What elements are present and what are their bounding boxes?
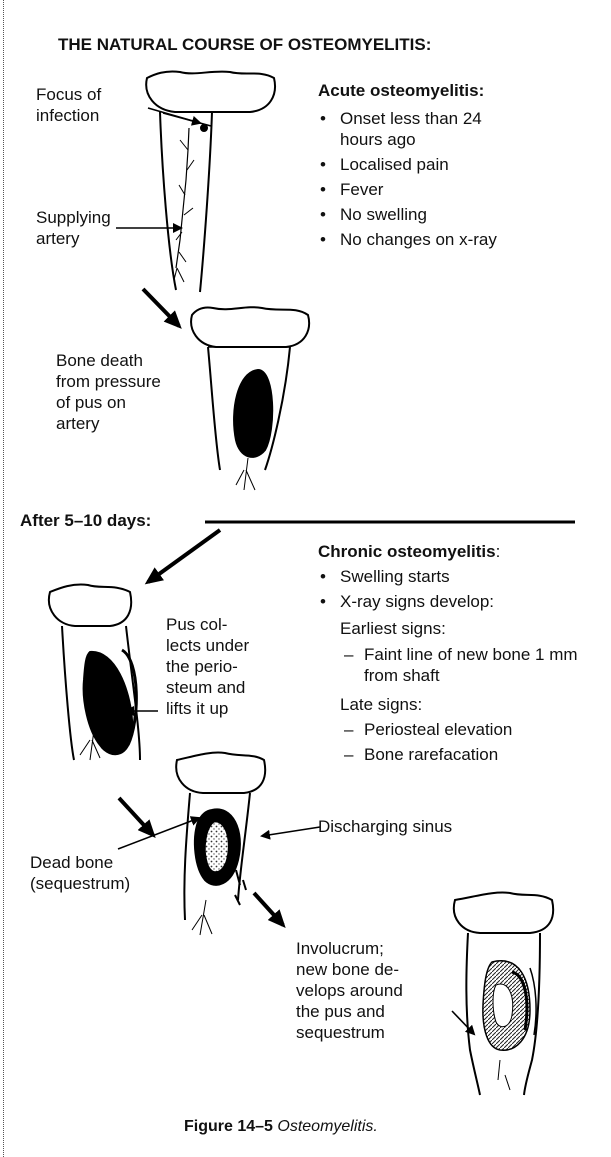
late-signs-list: Periosteal elevation Bone rarefacation: [344, 719, 584, 769]
label-line: infection: [36, 105, 101, 126]
label-line: from pressure: [56, 371, 161, 392]
label-line: lects under: [166, 635, 249, 656]
late-sign-item: Periosteal elevation: [344, 719, 584, 740]
caption-text: Osteomyelitis.: [277, 1118, 377, 1135]
label-line: artery: [36, 228, 111, 249]
chronic-item: Swelling starts: [318, 566, 578, 587]
figure-title: THE NATURAL COURSE OF OSTEOMYELITIS:: [58, 34, 431, 55]
label-supplying-artery: Supplying artery: [36, 207, 111, 249]
label-line: Focus of: [36, 84, 101, 105]
label-line: of pus on: [56, 392, 161, 413]
label-line: lifts it up: [166, 698, 249, 719]
acute-item: No changes on x-ray: [318, 229, 518, 250]
chronic-item: X-ray signs develop:: [318, 591, 578, 612]
acute-heading: Acute osteomyelitis:: [318, 80, 484, 101]
bone-1-acute: [146, 71, 275, 292]
acute-list: Onset less than 24 hours ago Localised p…: [318, 108, 518, 254]
label-pus-collects: Pus col- lects under the perio- steum an…: [166, 614, 249, 719]
figure-caption: Figure 14–5 Osteomyelitis.: [184, 1116, 378, 1137]
late-signs-label: Late signs:: [340, 694, 422, 715]
acute-item: Localised pain: [318, 154, 518, 175]
label-line: Dead bone: [30, 852, 130, 873]
bone-5-involucrum: [454, 893, 553, 1095]
acute-item: Onset less than 24 hours ago: [318, 108, 490, 150]
label-line: the pus and: [296, 1001, 403, 1022]
chronic-list: Swelling starts X-ray signs develop:: [318, 566, 578, 616]
caption-label: Figure 14–5: [184, 1118, 273, 1135]
label-dead-bone: Dead bone (sequestrum): [30, 852, 130, 894]
label-line: Supplying: [36, 207, 111, 228]
late-sign-item: Bone rarefacation: [344, 744, 584, 765]
label-line: Pus col-: [166, 614, 249, 635]
label-line: velops around: [296, 980, 403, 1001]
earliest-signs-list: Faint line of new bone 1 mm from shaft: [344, 644, 584, 690]
label-line: new bone de-: [296, 959, 403, 980]
after-days-label: After 5–10 days:: [20, 510, 151, 531]
acute-item: No swelling: [318, 204, 518, 225]
label-bone-death: Bone death from pressure of pus on arter…: [56, 350, 161, 434]
label-line: (sequestrum): [30, 873, 130, 894]
label-line: sequestrum: [296, 1022, 403, 1043]
bone-2-bone-death: [191, 307, 309, 490]
bone-4-sequestrum: [176, 753, 265, 935]
label-discharging-sinus: Discharging sinus: [318, 816, 452, 837]
chronic-heading-text: Chronic osteomyelitis: [318, 542, 496, 561]
chronic-heading-colon: :: [496, 542, 501, 561]
label-line: artery: [56, 413, 161, 434]
label-line: Involucrum;: [296, 938, 403, 959]
earliest-signs-label: Earliest signs:: [340, 618, 446, 639]
chronic-heading: Chronic osteomyelitis:: [318, 541, 500, 562]
label-line: Bone death: [56, 350, 161, 371]
label-line: steum and: [166, 677, 249, 698]
label-line: the perio-: [166, 656, 249, 677]
earliest-sign-item: Faint line of new bone 1 mm from shaft: [344, 644, 584, 686]
acute-item: Fever: [318, 179, 518, 200]
label-focus-of-infection: Focus of infection: [36, 84, 101, 126]
label-involucrum: Involucrum; new bone de- velops around t…: [296, 938, 403, 1043]
bone-3-pus-collects: [49, 585, 140, 760]
